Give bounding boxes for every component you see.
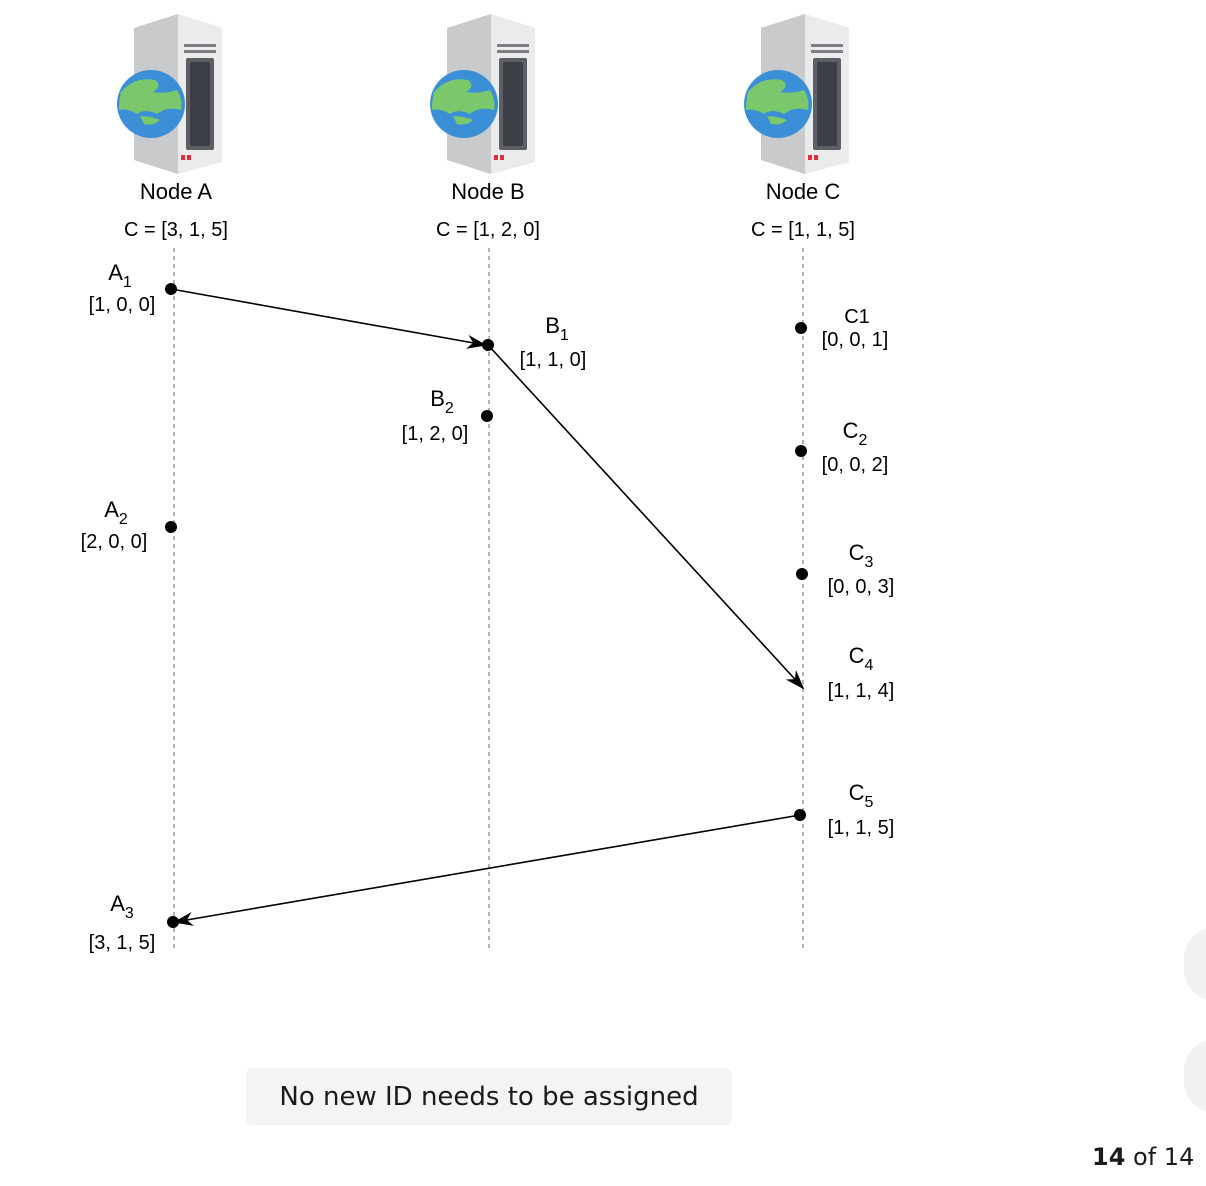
event-dot-b2 xyxy=(481,410,493,422)
message-arrow-c5-a3 xyxy=(173,814,801,926)
slide-nav-button[interactable] xyxy=(1184,1040,1206,1112)
message-arrow-a1-b1 xyxy=(170,288,487,349)
event-vector-b2: [1, 2, 0] xyxy=(402,423,469,445)
event-vector-c2: [0, 0, 2] xyxy=(822,454,889,476)
event-label-c3: C3 xyxy=(849,540,874,571)
event-dot-c1 xyxy=(795,322,807,334)
slide-total: 14 xyxy=(1163,1143,1195,1171)
slide-caption: No new ID needs to be assigned xyxy=(246,1068,732,1125)
event-label-b2: B2 xyxy=(430,386,454,417)
event-vector-b1: [1, 1, 0] xyxy=(520,349,587,371)
slide-separator: of xyxy=(1125,1143,1164,1171)
slide-nav-button[interactable] xyxy=(1184,928,1206,1000)
node-c-clock: C = [1, 1, 5] xyxy=(751,219,855,241)
event-label-c2: C2 xyxy=(843,418,868,449)
event-label-a3: A3 xyxy=(110,891,134,922)
event-vector-a2: [2, 0, 0] xyxy=(81,531,148,553)
event-vector-a3: [3, 1, 5] xyxy=(89,932,156,954)
server-globe-icon xyxy=(744,14,849,174)
server-globe-icon xyxy=(430,14,535,174)
node-c-title: Node C xyxy=(766,179,841,204)
event-dot-c2 xyxy=(795,445,807,457)
event-vector-c1: [0, 0, 1] xyxy=(822,329,889,351)
event-label-c5: C5 xyxy=(849,780,874,811)
event-label-c1: C1 xyxy=(844,306,870,328)
event-label-b1: B1 xyxy=(545,313,569,344)
event-vector-c5: [1, 1, 5] xyxy=(828,817,895,839)
event-vector-a1: [1, 0, 0] xyxy=(89,294,156,316)
node-b-title: Node B xyxy=(451,179,524,204)
event-label-a2: A2 xyxy=(104,497,128,528)
slide-counter: 14 of 14 xyxy=(1092,1143,1194,1171)
event-dot-a3 xyxy=(167,916,179,928)
event-dot-a2 xyxy=(165,521,177,533)
node-b-clock: C = [1, 2, 0] xyxy=(436,219,540,241)
node-a-clock: C = [3, 1, 5] xyxy=(124,219,228,241)
event-dot-b1 xyxy=(482,339,494,351)
event-vector-c4: [1, 1, 4] xyxy=(828,680,895,702)
node-a-title: Node A xyxy=(140,179,212,204)
slide-current: 14 xyxy=(1092,1143,1126,1171)
event-label-c4: C4 xyxy=(849,643,874,674)
event-dot-c3 xyxy=(796,568,808,580)
event-label-a1: A1 xyxy=(108,260,132,291)
event-dot-a1 xyxy=(165,283,177,295)
server-globe-icon xyxy=(117,14,222,174)
message-arrow-b1-c4 xyxy=(487,344,805,690)
event-dot-c5 xyxy=(794,809,806,821)
event-vector-c3: [0, 0, 3] xyxy=(828,576,895,598)
